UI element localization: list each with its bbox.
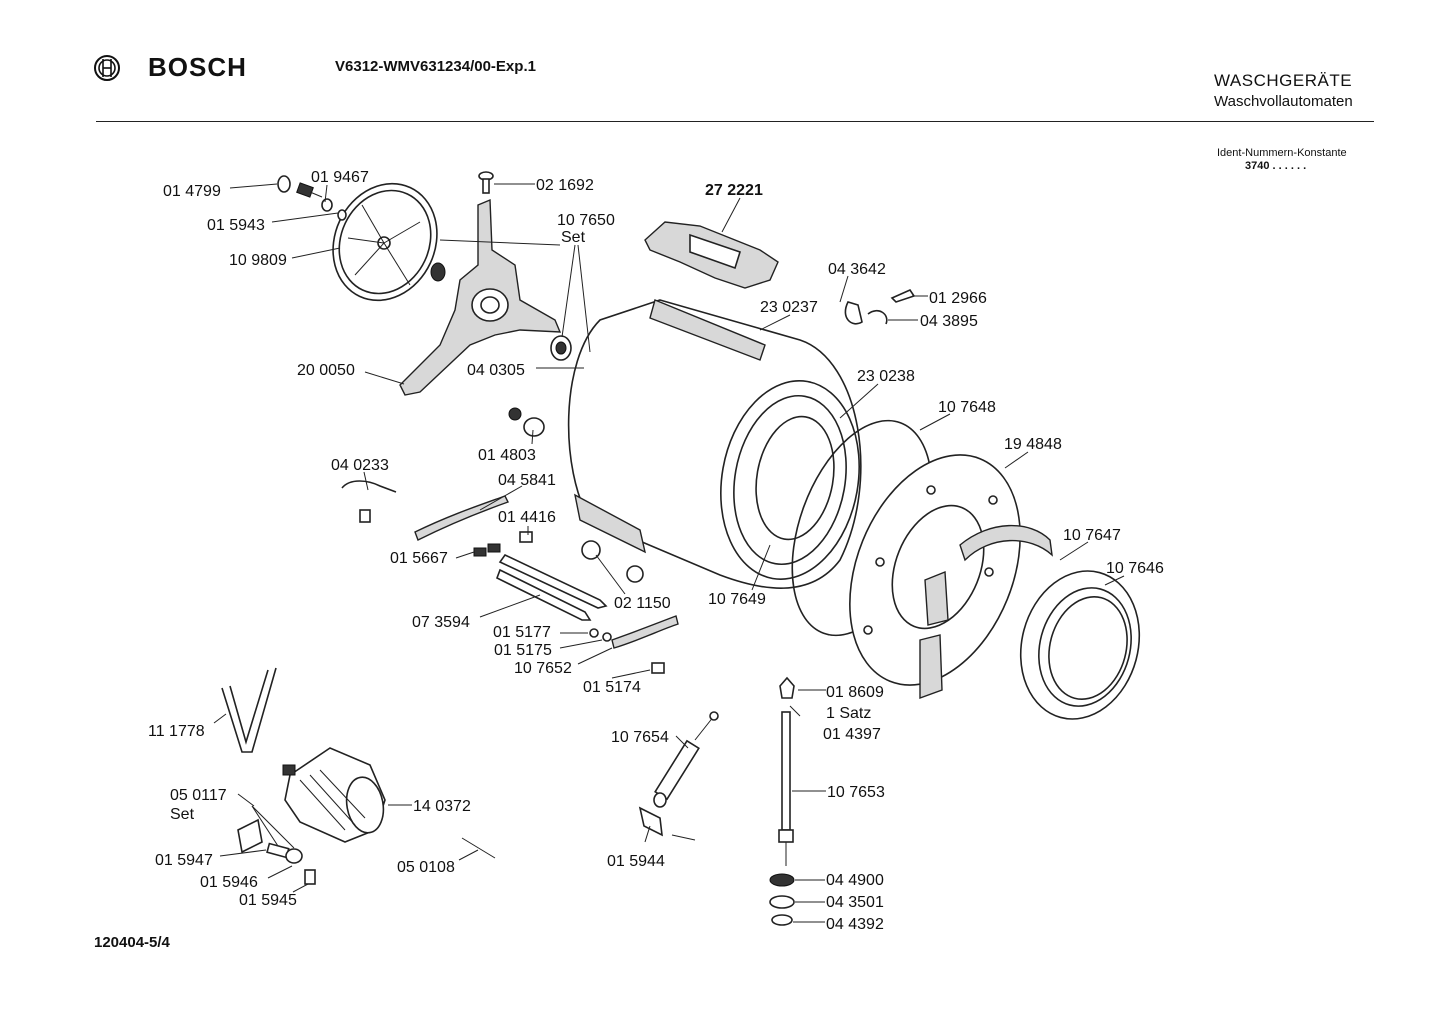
part-label: 27 2221 <box>705 182 763 199</box>
part-label: 04 3642 <box>828 261 886 278</box>
part-labels: 01 4799 01 9467 01 5943 10 9809 02 1692 … <box>148 169 1164 933</box>
part-label: 10 7650 <box>557 212 615 229</box>
clip-drawings <box>844 288 916 325</box>
clamp-band-drawing <box>919 524 1053 699</box>
strut-drawing <box>769 676 795 926</box>
leader-lines <box>213 183 1125 923</box>
part-label: 04 3501 <box>826 894 884 911</box>
carbon-brush-drawings <box>237 818 316 885</box>
part-label: 10 7653 <box>827 784 885 801</box>
part-label: 01 4397 <box>823 726 881 743</box>
door-seal-drawing <box>1019 570 1141 720</box>
drum-drawing <box>567 299 862 589</box>
part-label: 19 4848 <box>1004 436 1062 453</box>
shock-absorber-drawing <box>638 711 719 841</box>
part-label: 10 7654 <box>611 729 669 746</box>
drum-spider-drawing <box>399 198 562 396</box>
part-label: 01 5946 <box>200 874 258 891</box>
nut-washer-drawings <box>277 175 347 221</box>
part-label: 07 3594 <box>412 614 470 631</box>
category-title: WASCHGERÄTE <box>1214 71 1353 90</box>
part-label: 23 0237 <box>760 299 818 316</box>
part-label: 20 0050 <box>297 362 355 379</box>
model-number: V6312-WMV631234/00-Exp.1 <box>335 58 536 75</box>
category-subtitle: Waschvollautomaten <box>1214 93 1353 110</box>
part-label: 11 1778 <box>148 723 205 740</box>
part-label: 10 7647 <box>1063 527 1121 544</box>
part-label: 23 0238 <box>857 368 915 385</box>
part-label: Set <box>561 229 586 246</box>
part-label: 10 7648 <box>938 399 996 416</box>
part-label: 14 0372 <box>413 798 471 815</box>
part-label: 01 5945 <box>239 892 297 909</box>
brand-name: BOSCH <box>148 52 247 82</box>
part-label: Set <box>170 806 195 823</box>
part-label: 04 4900 <box>826 872 884 889</box>
pulley-wheel-drawing <box>332 182 438 302</box>
part-label: 01 2966 <box>929 290 987 307</box>
part-label: 10 7649 <box>708 591 766 608</box>
drive-belt-drawing <box>221 667 277 753</box>
part-label: 1 Satz <box>826 705 871 722</box>
pin-drawing <box>461 837 496 859</box>
part-label: 01 5947 <box>155 852 213 869</box>
part-label: 04 5841 <box>498 472 556 489</box>
part-label: 10 9809 <box>229 252 287 269</box>
part-label: 05 0108 <box>397 859 455 876</box>
part-label: 10 7652 <box>514 660 572 677</box>
part-label: 05 0117 <box>170 787 227 804</box>
header-divider <box>96 121 1374 122</box>
footer-code: 120404-5/4 <box>94 934 170 951</box>
motor-drawing <box>282 747 386 843</box>
part-label: 01 4416 <box>498 509 556 526</box>
part-label: 01 5943 <box>207 217 265 234</box>
part-label: 04 0233 <box>331 457 389 474</box>
screw-drawing <box>478 171 494 194</box>
ident-label: Ident-Nummern-Konstante <box>1217 147 1347 159</box>
cover-part-drawing <box>644 221 779 289</box>
part-label: 01 4799 <box>163 183 221 200</box>
part-label: 01 5944 <box>607 853 665 870</box>
small-hardware-drawings <box>341 407 679 674</box>
part-label: 01 9467 <box>311 169 369 186</box>
part-label: 04 4392 <box>826 916 884 933</box>
part-label: 01 5177 <box>493 624 551 641</box>
part-label: 01 5175 <box>494 642 552 659</box>
bosch-logo-icon <box>94 55 120 81</box>
tub-front-plate-drawing <box>849 454 1021 686</box>
part-label: 04 3895 <box>920 313 978 330</box>
part-label: 02 1692 <box>536 177 594 194</box>
ident-value: 3740 . . . . . . <box>1245 160 1307 172</box>
part-label: 10 7646 <box>1106 560 1164 577</box>
part-label: 01 5174 <box>583 679 641 696</box>
part-label: 01 4803 <box>478 447 536 464</box>
part-label: 01 5667 <box>390 550 448 567</box>
part-label: 01 8609 <box>826 684 884 701</box>
part-label: 02 1150 <box>614 595 671 612</box>
part-label: 04 0305 <box>467 362 525 379</box>
